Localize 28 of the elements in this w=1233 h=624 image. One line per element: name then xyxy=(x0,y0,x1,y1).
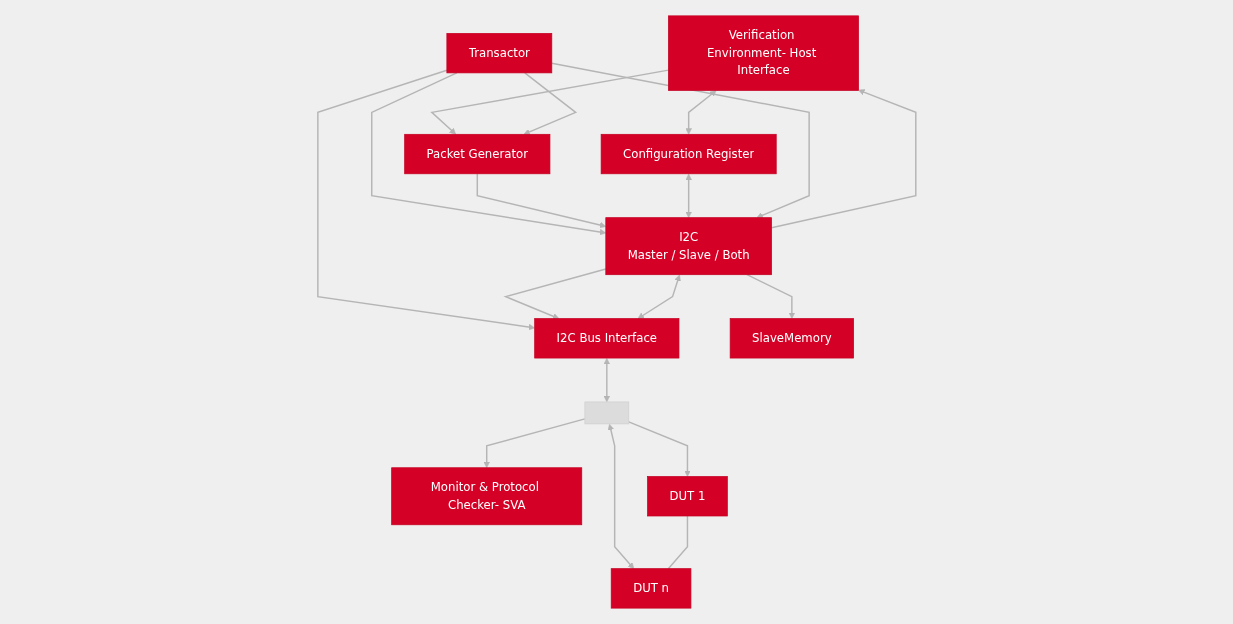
arrow xyxy=(745,273,795,319)
node-box: I2C Master / Slave / Both xyxy=(605,217,772,276)
node-box: Verification Environment- Host Interface xyxy=(667,15,859,91)
arrow xyxy=(316,69,535,331)
arrow xyxy=(550,62,810,219)
node-box: Configuration Register xyxy=(600,133,777,175)
node-box: Transactor xyxy=(446,33,552,74)
arrow xyxy=(627,421,691,477)
arrow xyxy=(370,72,606,236)
arrow xyxy=(607,423,634,569)
node-box: DUT 1 xyxy=(646,476,728,517)
node-box: Packet Generator xyxy=(403,133,550,175)
arrow xyxy=(523,72,577,135)
arrow xyxy=(770,89,917,229)
node-box: SlaveMemory xyxy=(729,318,854,359)
arrow xyxy=(483,418,586,469)
arrow xyxy=(637,274,681,319)
node-bar xyxy=(584,401,629,425)
arrow xyxy=(503,268,607,320)
arrow xyxy=(685,90,717,135)
arrow xyxy=(603,358,610,403)
node-box: DUT n xyxy=(610,568,691,609)
connector xyxy=(667,515,688,570)
node-box: Monitor & Protocol Checker- SVA xyxy=(390,467,582,526)
arrow xyxy=(685,173,692,218)
arrow xyxy=(429,69,669,135)
node-box: I2C Bus Interface xyxy=(534,318,679,359)
arrow xyxy=(476,173,606,229)
